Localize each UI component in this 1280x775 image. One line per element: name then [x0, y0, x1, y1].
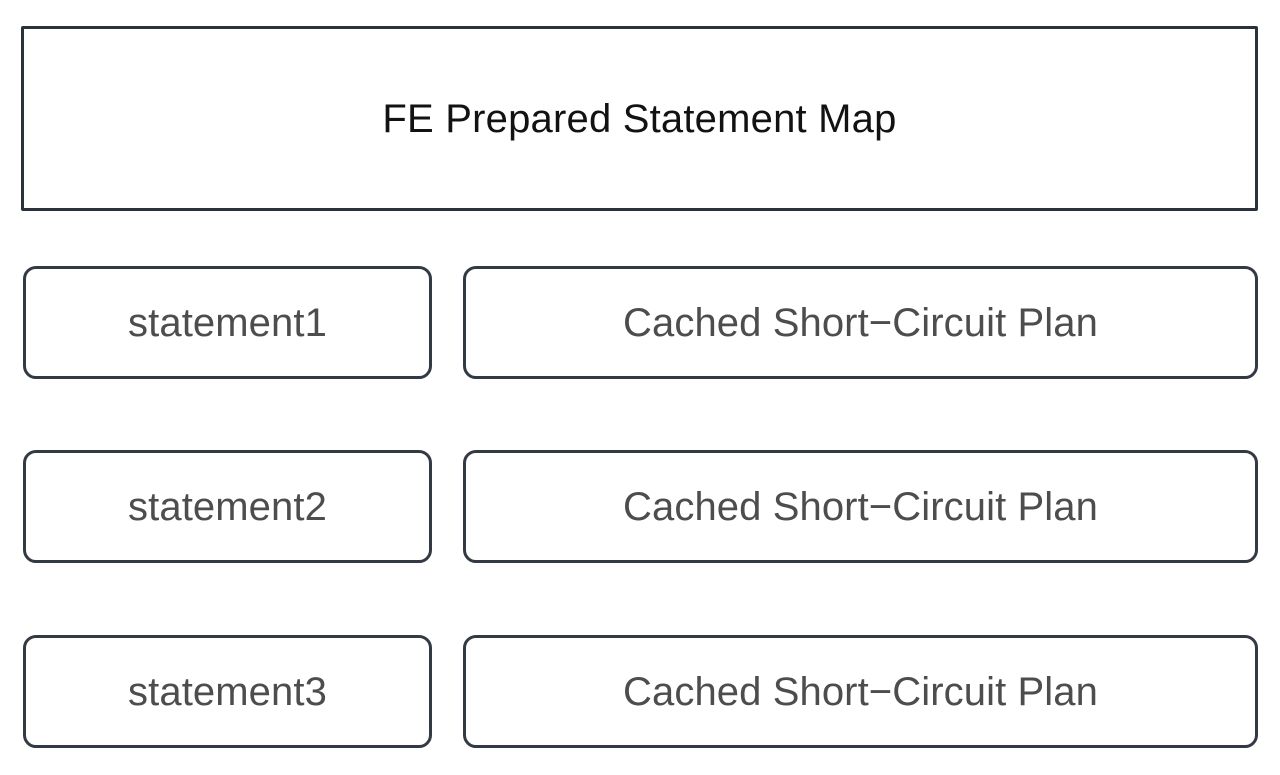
- cached-plan-label: Cached Short−Circuit Plan: [623, 484, 1098, 529]
- cached-plan-box[interactable]: Cached Short−Circuit Plan: [463, 450, 1258, 563]
- cached-plan-label: Cached Short−Circuit Plan: [623, 669, 1098, 714]
- cached-plan-box[interactable]: Cached Short−Circuit Plan: [463, 266, 1258, 379]
- statement-key-label: statement1: [128, 300, 327, 345]
- statement-key-label: statement2: [128, 484, 327, 529]
- cached-plan-label: Cached Short−Circuit Plan: [623, 300, 1098, 345]
- statement-entry-row: statement2 Cached Short−Circuit Plan: [0, 450, 1280, 563]
- page-title: FE Prepared Statement Map: [382, 96, 897, 141]
- statement-key-box[interactable]: statement2: [23, 450, 432, 563]
- statement-key-box[interactable]: statement3: [23, 635, 432, 748]
- fe-prepared-statement-map-container: FE Prepared Statement Map: [21, 26, 1258, 211]
- statement-key-label: statement3: [128, 669, 327, 714]
- cached-plan-box[interactable]: Cached Short−Circuit Plan: [463, 635, 1258, 748]
- statement-entry-row: statement3 Cached Short−Circuit Plan: [0, 635, 1280, 748]
- statement-key-box[interactable]: statement1: [23, 266, 432, 379]
- statement-entry-row: statement1 Cached Short−Circuit Plan: [0, 266, 1280, 379]
